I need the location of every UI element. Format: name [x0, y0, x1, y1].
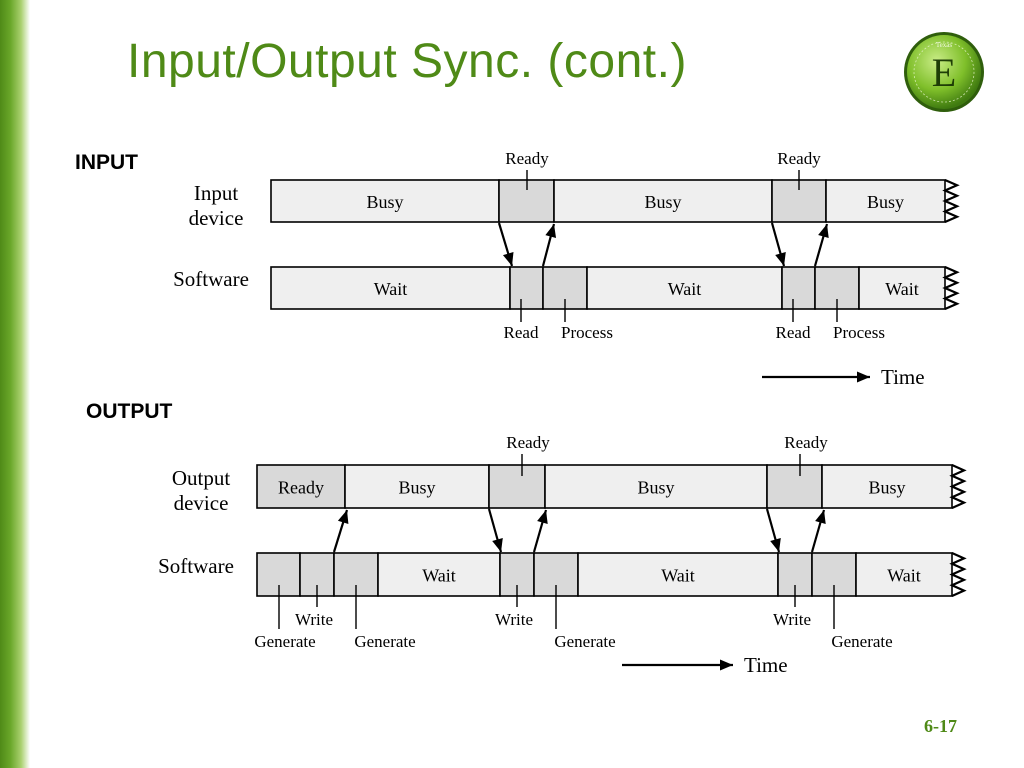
input-software-segment-label: Wait [885, 279, 919, 299]
output-write-to-device-arrow-head [537, 510, 548, 525]
input-software-segment [586, 266, 783, 310]
input-software-mark-label: Process [833, 323, 885, 342]
input-device-break-mark [942, 178, 960, 224]
output-software-mark-label: Write [773, 610, 811, 629]
input-time-label: Time [881, 365, 925, 389]
output-device-label: device [174, 491, 229, 515]
output-device-segment [256, 464, 346, 509]
output-software-mark-label: Generate [554, 632, 615, 651]
input-device-segment-label: Busy [644, 192, 681, 212]
input-ready-to-read-arrow-head [775, 252, 786, 266]
output-device-segment [488, 464, 546, 509]
output-ready-label: Ready [506, 433, 550, 452]
slide-title: Input/Output Sync. (cont.) [127, 35, 687, 88]
input-software-segment [781, 266, 816, 310]
output-device-label: Output [172, 466, 231, 490]
output-time-label: Time [744, 653, 788, 677]
input-software-break-mark [942, 265, 960, 311]
input-software-label: Software [173, 267, 249, 291]
output-device-segment-label: Busy [868, 478, 905, 498]
input-software-mark-label: Read [504, 323, 539, 342]
input-ready-to-read-arrow-head [502, 251, 514, 266]
output-device-segment [766, 464, 823, 509]
output-section-heading: OUTPUT [86, 400, 173, 423]
output-software-segment-label: Wait [422, 566, 456, 586]
page-number: 6-17 [924, 716, 957, 736]
output-device-segment-label: Ready [278, 478, 324, 498]
output-software-segment [377, 552, 501, 597]
left-accent-bar [0, 0, 30, 768]
output-time-arrow-head [720, 659, 733, 671]
input-ready-label: Ready [505, 149, 549, 168]
logo-letter: E [932, 50, 956, 95]
input-process-to-device-arrow-head [818, 224, 829, 239]
input-process-to-device-arrow-head [545, 224, 557, 238]
input-software-segment [509, 266, 544, 310]
texas-e-seal-icon: Texas E [904, 32, 984, 112]
input-software-segment-label: Wait [374, 279, 408, 299]
output-software-label: Software [158, 554, 234, 578]
input-software-segment [270, 266, 511, 310]
input-device-label: device [189, 206, 244, 230]
input-software-segment-label: Wait [668, 279, 702, 299]
output-software-segment [855, 552, 953, 597]
output-device-segment [344, 464, 490, 509]
input-device-segment-label: Busy [366, 192, 403, 212]
input-ready-label: Ready [777, 149, 821, 168]
output-software-break-mark [949, 551, 967, 598]
output-software-mark-label: Generate [831, 632, 892, 651]
output-software-mark-label: Write [495, 610, 533, 629]
input-device-segment [825, 179, 946, 223]
output-software-segment-label: Wait [661, 566, 695, 586]
input-device-segment-label: Busy [867, 192, 904, 212]
output-device-break-mark [949, 463, 967, 510]
input-software-mark-label: Process [561, 323, 613, 342]
output-software-segment-label: Wait [887, 566, 921, 586]
output-device-segment-label: Busy [637, 478, 674, 498]
output-device-segment-label: Busy [398, 478, 435, 498]
output-write-to-device-arrow-head [337, 510, 349, 525]
input-device-label: Input [194, 181, 238, 205]
output-software-mark-label: Generate [354, 632, 415, 651]
output-software-mark-label: Generate [254, 632, 315, 651]
logo-top-text: Texas [936, 41, 953, 49]
output-ready-label: Ready [784, 433, 828, 452]
output-device-segment [544, 464, 768, 509]
output-write-to-device-arrow-head [815, 510, 826, 525]
input-section-heading: INPUT [75, 151, 138, 174]
output-ready-to-write-arrow-head [770, 538, 781, 552]
output-software-segment [577, 552, 779, 597]
output-ready-to-write-arrow-head [492, 538, 503, 552]
input-time-arrow-head [857, 371, 870, 383]
output-software-mark-label: Write [295, 610, 333, 629]
input-software-mark-label: Read [776, 323, 811, 342]
